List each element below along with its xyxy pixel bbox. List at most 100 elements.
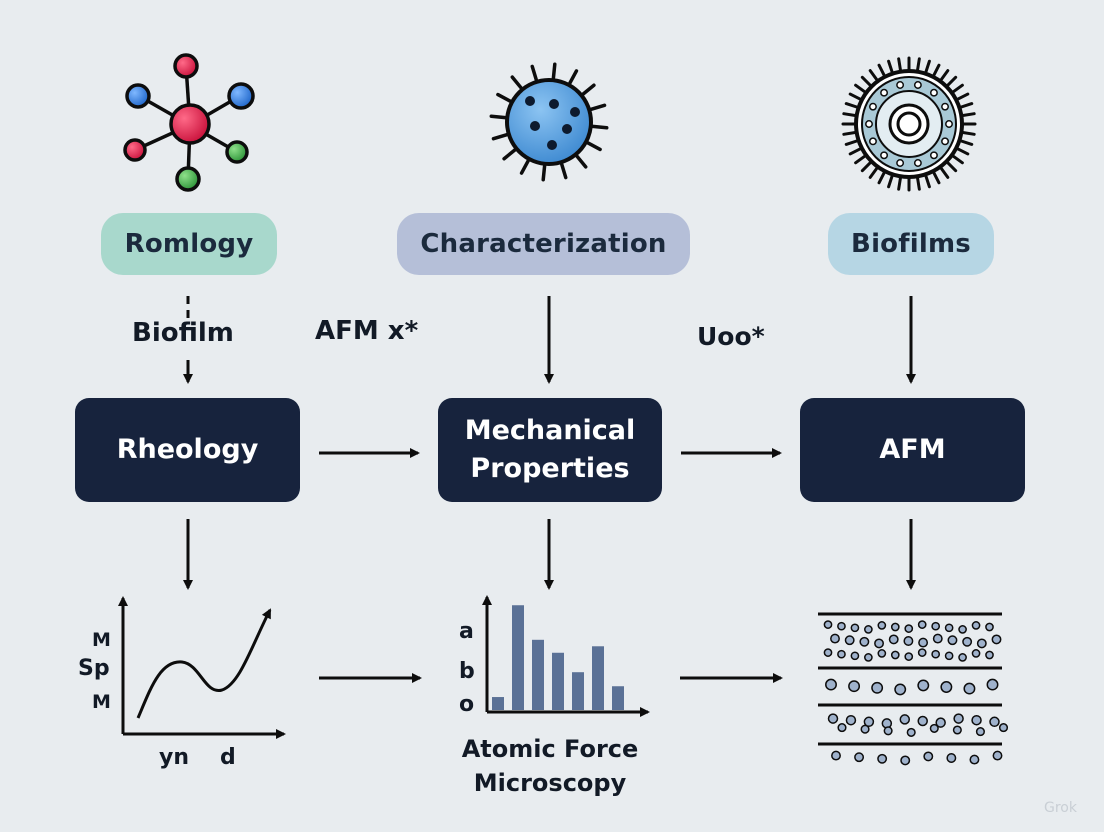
particle-dot [877,649,887,658]
biofilm-cilium [923,172,931,189]
particle-dot [860,724,870,734]
particle-dot [877,621,887,630]
biofilm-cilium [887,172,895,189]
biofilm-cilium [944,75,958,89]
particle-dot [894,683,907,696]
particle-dot [850,651,860,661]
particle-dot [923,751,934,762]
cell-spike [591,124,609,130]
particle-dot [989,716,1000,728]
particle-dot [963,682,976,695]
biofilm-cilium [923,59,931,76]
particle-dot [844,635,855,646]
biofilm-dot [865,120,873,128]
particle-dot [971,621,981,630]
particle-dot [904,624,914,633]
particle-dot [975,727,985,737]
particle-dot [845,714,857,726]
cell-spike [530,64,539,82]
particle-dot [827,713,839,724]
particle-dot [986,678,999,691]
biofilm-cilium [868,69,880,83]
particle-dot [888,634,899,645]
biofilm-cilium [950,153,964,165]
cell-spike [519,159,530,175]
box-rheology: Rheology [75,398,300,502]
box-mechanical-line2: Properties [470,453,630,484]
particle-dot [917,648,927,657]
particle-dot [831,750,841,761]
particle-dot [823,648,833,657]
particle-dot [871,681,884,694]
particle-dot [932,633,943,644]
bar-chart-bar [592,646,604,710]
particle-dot [904,652,914,661]
cell-spike [502,148,517,161]
biofilm-cilium [848,92,864,102]
particle-dot [958,653,967,662]
cell-spike [586,141,602,152]
particle-dot [953,713,964,724]
caption-line1: Atomic Force [461,735,639,763]
cell-spike [491,132,509,141]
biofilm-cilium [944,159,958,173]
particle-dot [940,681,953,693]
biofilm-cilium [860,159,874,173]
graph-y-label-1: M [92,629,111,651]
biofilm-cilium [854,153,868,165]
graph-y-label-3: M [92,691,111,713]
biofilm-cilium [842,130,859,136]
biofilm-dot [896,159,905,167]
molecule-icon [123,53,255,192]
biofilm-cilium [897,57,903,74]
biofilm-cilium [954,146,970,156]
biofilm-cilium [854,83,868,95]
biofilm-cilium [938,69,950,83]
biofilm-cilium [954,92,970,102]
cell-spike [496,92,512,103]
biofilm-cilium [950,83,964,95]
particle-dot [890,650,900,660]
biofilm-cilium [860,75,874,89]
bar-chart-icon [482,595,650,717]
chart-y-label-a: a [459,619,474,644]
cell-spike [581,83,596,96]
particle-dot [947,635,958,646]
bar-chart-bar [552,652,564,710]
particle-dot [837,723,847,733]
biofilm-cilium [877,169,887,185]
caption-atomic-force-microscopy: Atomic Force Microscopy [440,732,660,800]
particle-dot [935,717,946,728]
bar-chart-bar [572,672,584,710]
graph-y-label-2: Sp [78,656,110,681]
particle-dot [929,723,939,733]
particle-dot [848,680,861,693]
biofilm-cilium [842,112,859,118]
caption-line2: Microscopy [473,769,627,797]
particle-dot [931,621,941,631]
particle-dot [864,625,873,634]
particle-dot [825,678,837,691]
biofilm-cilium [844,102,861,110]
biofilm-dot [941,137,949,146]
cell-spike [589,103,607,112]
biofilm-dot [880,151,889,160]
biofilm-cilium [931,63,941,79]
particle-dot [971,649,981,658]
particle-dot [823,620,833,629]
cell-spike [575,154,588,169]
box-afm: AFM [800,398,1025,502]
biofilm-dot [913,81,922,89]
chart-y-label-o: o [459,692,475,717]
cell-spike [489,114,507,120]
particle-dot [903,636,914,646]
label-biofilm: Biofilm [132,318,234,348]
biofilm-cell-icon [841,56,977,192]
cell-spike [551,62,557,80]
particle-dot [877,753,888,764]
particle-dot [863,716,875,728]
graph-x-label-1: yn [159,745,190,770]
biofilm-dot [945,120,953,128]
particle-dot [962,636,973,647]
particle-dot [917,715,928,727]
